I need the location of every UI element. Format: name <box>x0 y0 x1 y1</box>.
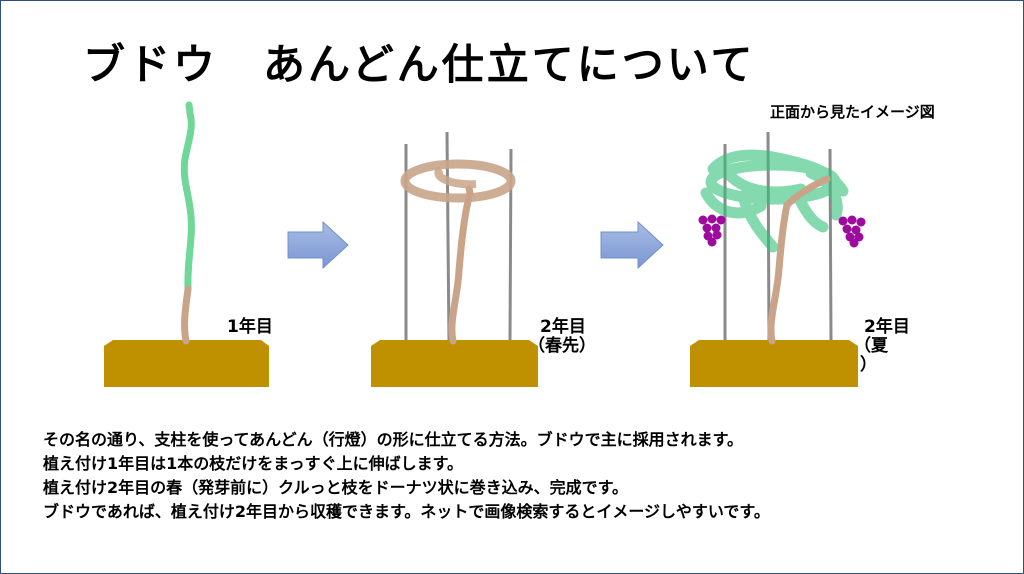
leaf-canopy <box>700 149 849 253</box>
stage-2-label: 2年目 （春先） <box>528 317 596 356</box>
arrow-right-icon <box>600 220 664 270</box>
stage-1-illustration <box>104 101 269 387</box>
vine-ring <box>400 159 516 203</box>
description-line: その名の通り、支柱を使ってあんどん（行燈）の形に仕立てる方法。ブドウで主に採用さ… <box>43 430 744 449</box>
planter-box-3 <box>690 340 858 387</box>
description-line: 植え付け1年目は1本の枝だけをまっすぐ上に伸ばします。 <box>43 454 464 473</box>
stage-3-illustration <box>690 131 866 387</box>
description: その名の通り、支柱を使ってあんどん（行燈）の形に仕立てる方法。ブドウで主に採用さ… <box>43 428 1018 524</box>
stage-3-year: 2年目 <box>864 317 910 337</box>
description-line: ブドウであれば、植え付け2年目から収穫できます。ネットで画像検索するとイメージし… <box>43 502 770 521</box>
grape-cluster <box>698 214 726 247</box>
grape-cluster <box>838 215 866 248</box>
stage-2-year: 2年目 <box>540 317 586 337</box>
trunk-1 <box>181 285 192 345</box>
trunk-2 <box>448 185 474 345</box>
description-line: 植え付け2年目の春（発芽前に）クルっと枝をドーナツ状に巻き込み、完成です。 <box>43 478 629 497</box>
stage-1-year: 1年目 <box>227 317 273 337</box>
stage-3-label: 2年目 （夏 ） <box>854 317 910 375</box>
stage-3-season-close: ） <box>860 355 877 375</box>
page-title: ブドウ あんどん仕立てについて <box>83 40 756 89</box>
front-view-note: 正面から見たイメージ図 <box>770 103 935 121</box>
trunk-3 <box>767 175 831 345</box>
stage-2-season: （春先） <box>528 336 596 356</box>
arrow-right-icon <box>287 220 349 270</box>
planter-box-2 <box>371 340 538 387</box>
vine-ring-inner <box>434 165 477 189</box>
stage-1-label: 1年目 <box>227 318 273 337</box>
planter-box-1 <box>104 340 269 387</box>
stage-3-season: （夏 <box>854 336 888 356</box>
stage-2-illustration <box>371 131 538 387</box>
young-shoot <box>180 101 195 293</box>
